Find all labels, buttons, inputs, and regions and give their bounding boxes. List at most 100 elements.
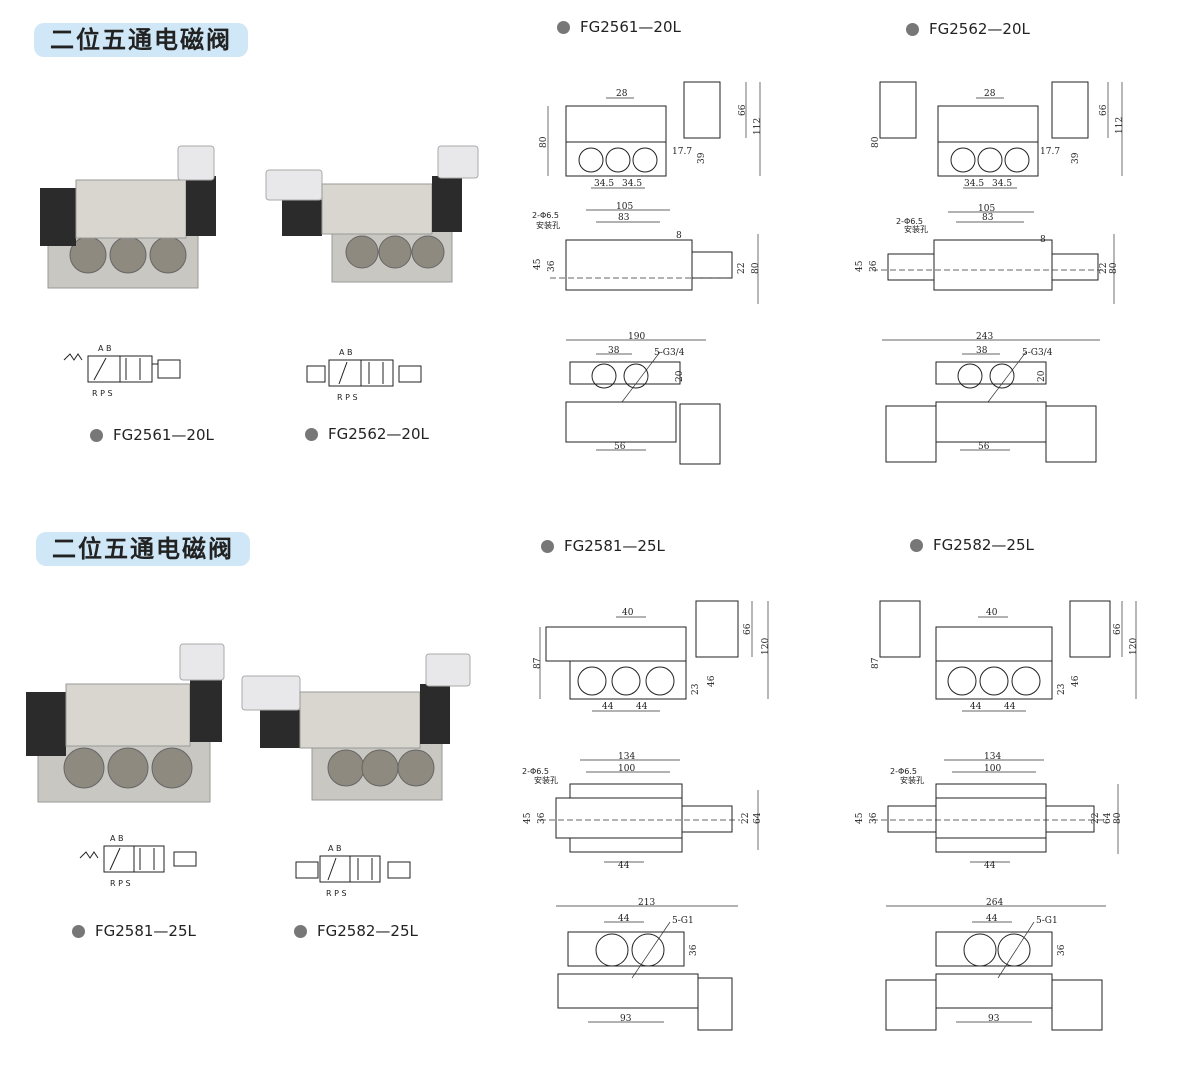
dim-label: 93 (620, 1014, 632, 1024)
bullet-icon (294, 924, 307, 938)
dim-label: 80 (751, 262, 761, 274)
drawing-header-fg2582: FG2582—25L (910, 536, 1034, 554)
symbol-fg2581: A B R P S (78, 832, 203, 892)
dim-label: 8 (676, 231, 682, 241)
symbol-port-labels-bottom: R P S (326, 889, 347, 898)
front-view-fg2582: 40 87 66 120 23 46 44 44 (871, 600, 1139, 712)
dim-label: 34.5 (594, 179, 614, 189)
dim-label: 2-Φ6.5 (896, 217, 923, 226)
dim-label: 190 (628, 332, 645, 342)
bullet-icon (541, 539, 554, 553)
top-view-fg2581: 2-Φ6.5 安装孔 134 100 45 36 22 64 44 (522, 752, 763, 871)
dim-label: 46 (1071, 675, 1081, 687)
valve-photo-fg2561 (38, 140, 223, 295)
symbol-fg2562: A B R P S (303, 344, 428, 406)
dim-label: 44 (970, 702, 982, 712)
front-view-fg2581: 40 87 66 120 23 46 44 44 (533, 600, 771, 712)
dim-label: 2-Φ6.5 (522, 767, 549, 776)
dim-label: 20 (675, 370, 685, 382)
dim-label: 22 (737, 263, 747, 274)
model-code: FG2581—25L (95, 922, 196, 940)
dim-label: 45 (533, 258, 543, 270)
front-view-fg2562: 28 80 66 112 17.7 39 34.5 34.5 (871, 81, 1125, 189)
dim-label: 23 (1057, 683, 1067, 695)
model-label-fg2561: FG2561—20L (90, 426, 214, 444)
bullet-icon (557, 20, 570, 34)
dim-label: 44 (986, 914, 998, 924)
dim-label: 36 (537, 812, 547, 824)
dim-label: 36 (547, 260, 557, 272)
symbol-port-labels-bottom: R P S (110, 879, 131, 888)
dim-label: 44 (1004, 702, 1016, 712)
dim-label: 264 (986, 898, 1003, 908)
dim-label: 17.7 (1040, 147, 1060, 157)
dim-label: 40 (622, 608, 634, 618)
dim-label: 23 (691, 683, 701, 695)
symbol-fg2582: A B R P S (292, 842, 417, 902)
dim-label: 39 (697, 152, 707, 164)
dim-label: 100 (984, 764, 1001, 774)
top-view-fg2561: 2-Φ6.5 安装孔 105 83 8 45 36 22 80 (532, 202, 761, 304)
model-code: FG2562—20L (328, 425, 429, 443)
dim-label: 38 (976, 346, 988, 356)
dim-label: 安装孔 (536, 220, 560, 230)
dim-label: 83 (982, 213, 994, 223)
dim-label: 66 (738, 104, 748, 116)
bullet-icon (910, 538, 923, 552)
dim-label: 46 (707, 675, 717, 687)
dim-label: 20 (1037, 370, 1047, 382)
dim-label: 112 (1115, 117, 1125, 134)
dim-label: 40 (986, 608, 998, 618)
dim-label: 44 (602, 702, 614, 712)
dim-label: 36 (1057, 944, 1067, 956)
dim-label: 213 (638, 898, 655, 908)
section-title: 二位五通电磁阀 (34, 23, 248, 57)
dim-label: 22 (741, 813, 751, 824)
dim-label: 5-G1 (1036, 916, 1058, 926)
dim-label: 36 (869, 260, 879, 272)
dim-label: 134 (984, 752, 1001, 762)
dim-label: 45 (523, 812, 533, 824)
bullet-icon (906, 22, 919, 36)
drawing-code: FG2562—20L (929, 20, 1030, 38)
dim-label: 44 (984, 861, 996, 871)
dim-label: 66 (743, 623, 753, 635)
symbol-port-labels-bottom: R P S (92, 389, 113, 398)
symbol-port-labels-top: A B (328, 844, 342, 853)
bottom-view-fg2582: 264 44 5-G1 36 93 (885, 898, 1106, 1031)
bottom-view-fg2562: 243 38 5-G3/4 20 56 (882, 332, 1100, 463)
dim-label: 36 (869, 812, 879, 824)
dim-label: 安装孔 (534, 775, 558, 785)
dim-label: 64 (1103, 812, 1113, 824)
dim-label: 安装孔 (904, 224, 928, 234)
dim-label: 105 (978, 204, 995, 214)
model-label-fg2582: FG2582—25L (294, 922, 418, 940)
dim-label: 38 (608, 346, 620, 356)
drawing-code: FG2581—25L (564, 537, 665, 555)
model-label-fg2581: FG2581—25L (72, 922, 196, 940)
dim-label: 45 (855, 812, 865, 824)
dim-label: 安装孔 (900, 775, 924, 785)
valve-photo-fg2581 (26, 643, 225, 803)
symbol-fg2561: A B R P S (60, 340, 190, 402)
dim-label: 44 (636, 702, 648, 712)
bottom-view-fg2561: 190 38 5-G3/4 20 56 (565, 332, 721, 465)
dim-label: 120 (761, 638, 771, 655)
drawing-header-fg2581: FG2581—25L (541, 537, 665, 555)
dim-label: 66 (1099, 104, 1109, 116)
dim-label: 44 (618, 914, 630, 924)
symbol-port-labels-top: A B (110, 834, 124, 843)
dim-label: 105 (616, 202, 633, 212)
drawing-code: FG2582—25L (933, 536, 1034, 554)
dim-label: 45 (855, 260, 865, 272)
symbol-port-labels-top: A B (339, 348, 353, 357)
bullet-icon (90, 428, 103, 442)
model-label-fg2562: FG2562—20L (305, 425, 429, 443)
dim-label: 80 (871, 136, 881, 148)
dim-label: 83 (618, 213, 630, 223)
dim-label: 56 (978, 442, 990, 452)
top-view-fg2562: 2-Φ6.5 安装孔 105 83 8 45 36 22 80 (855, 204, 1119, 304)
dim-label: 28 (984, 89, 996, 99)
front-view-fg2561: 28 80 66 112 17.7 39 34.5 34.5 (539, 81, 763, 189)
symbol-port-labels-top: A B (98, 344, 112, 353)
